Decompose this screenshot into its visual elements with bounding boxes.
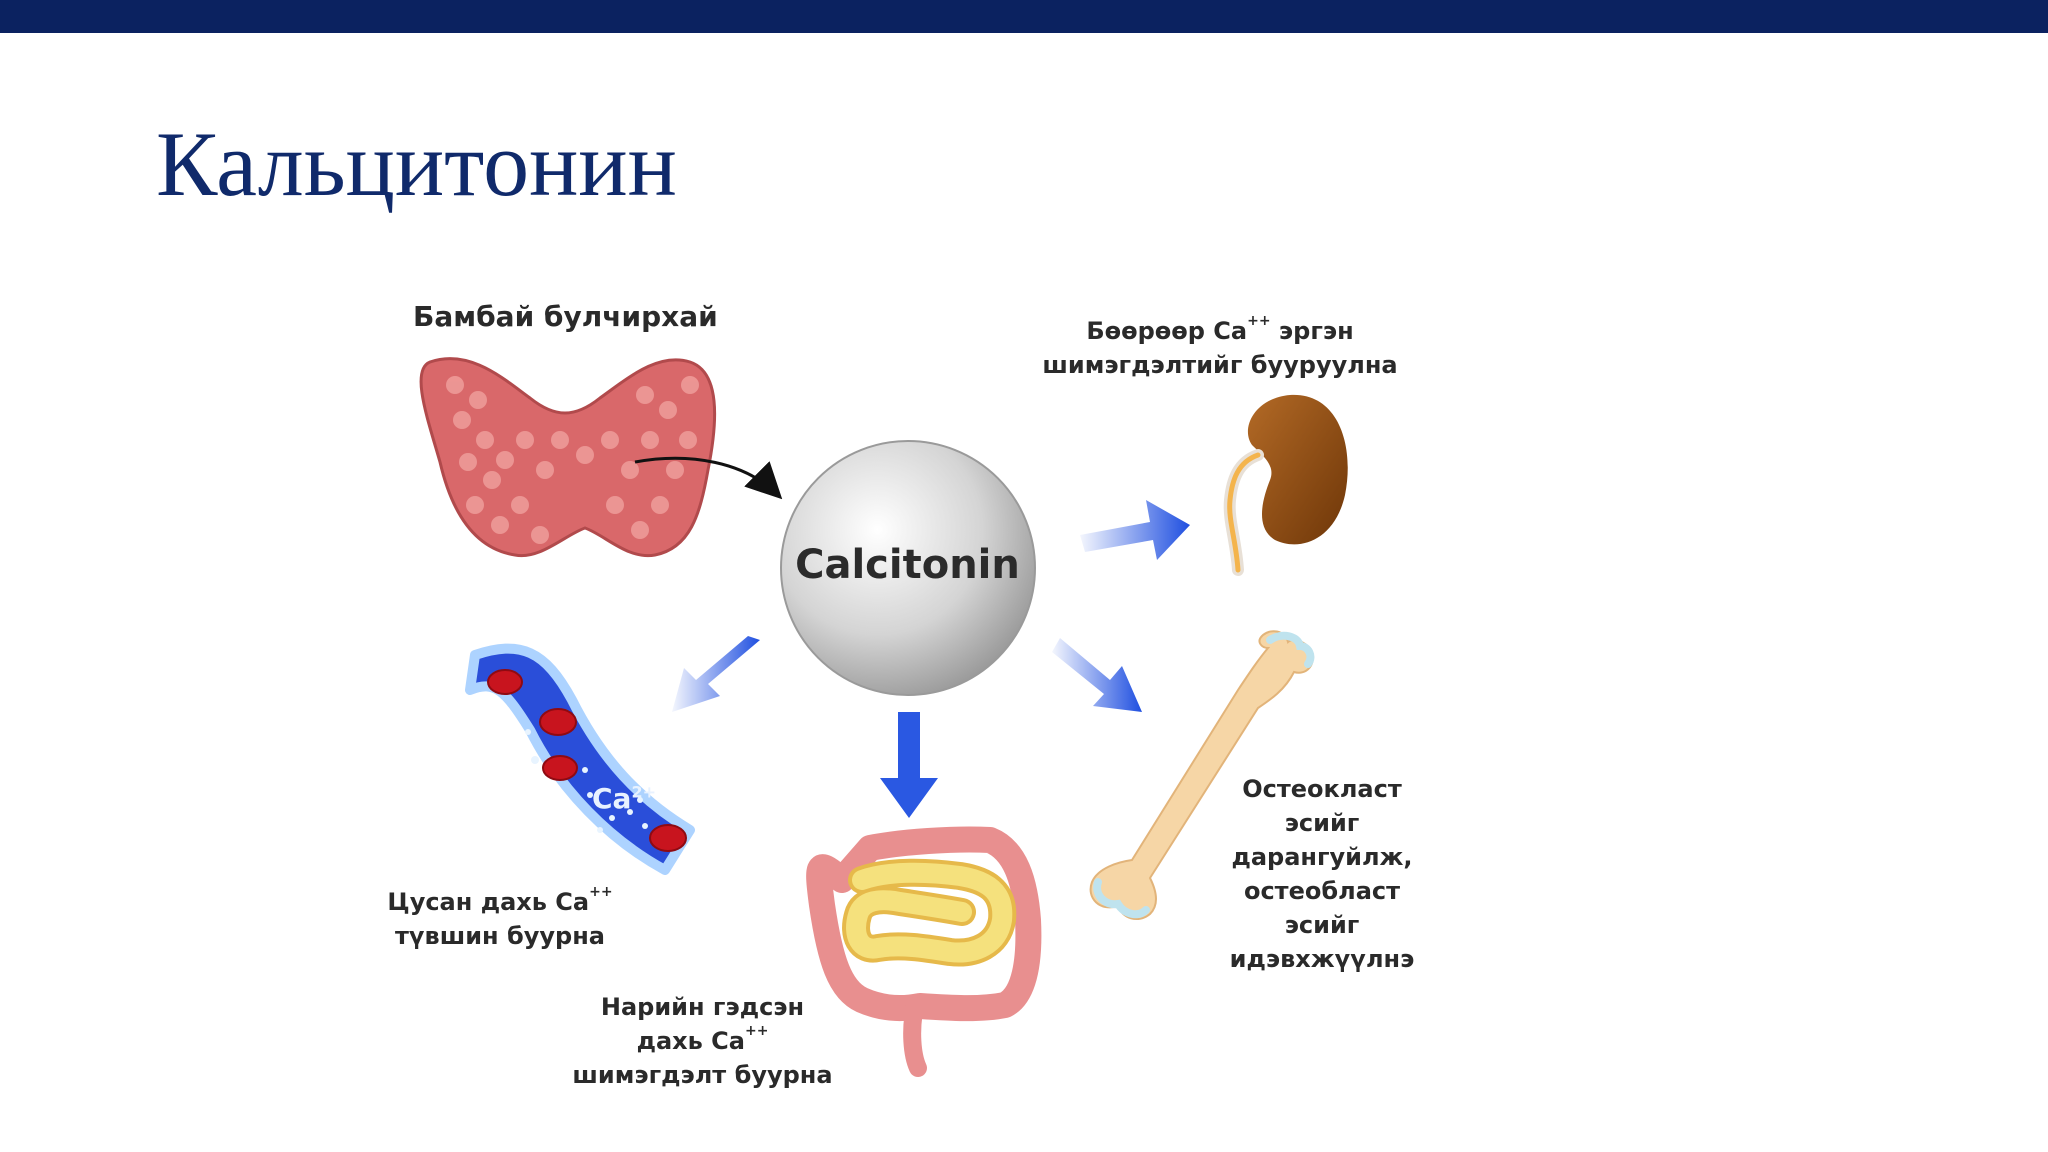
- blood-ion-text: Ca: [592, 782, 632, 815]
- kidney-line-1-sup: ++: [1247, 313, 1271, 329]
- arrow-to-intestine-icon: [880, 712, 938, 818]
- header-bar: [0, 0, 2048, 33]
- blood-line-1-sup: ++: [589, 884, 613, 900]
- thyroid-label: Бамбай булчирхай: [413, 300, 718, 333]
- intestine-label-line-2: дахь Ca++: [570, 1024, 835, 1058]
- thyroid-to-calcitonin-arrow: [634, 456, 783, 500]
- bone-label-line-2: эсийг: [1284, 809, 1360, 837]
- kidney-label-line-2: шимэгдэлтийг бууруулна: [1042, 351, 1398, 379]
- arrow-to-kidney-icon: [1080, 500, 1190, 560]
- kidney-icon: [1223, 394, 1348, 576]
- blood-vessel-icon: [465, 643, 695, 875]
- bone-icon: [1089, 630, 1315, 921]
- calcitonin-label: Calcitonin: [795, 542, 1020, 588]
- blood-label-line-1: Цусан дахь Ca++: [380, 885, 620, 919]
- bone-label-line-5: эсийг: [1284, 911, 1360, 939]
- slide-title: Кальцитонин: [156, 113, 677, 215]
- kidney-line-1-text: Бөөрөөр Ca: [1086, 317, 1248, 345]
- intestine-label-line-1: Нарийн гэдсэн: [600, 993, 805, 1021]
- bone-label-line-3: дарангуйлж,: [1231, 843, 1413, 871]
- kidney-label: Бөөрөөр Ca++ эргэн шимэгдэлтийг бууруулн…: [1040, 314, 1400, 382]
- bone-label-line-4: остеобласт: [1243, 877, 1401, 905]
- intestine-line-2-sup: ++: [744, 1023, 769, 1039]
- blood-ion-label: Ca2+: [592, 782, 656, 815]
- thyroid-gland-icon: [419, 357, 717, 558]
- arrow-to-blood-icon: [672, 636, 760, 712]
- kidney-line-1-text-b: эргэн: [1270, 317, 1354, 345]
- kidney-label-line-1: Бөөрөөр Ca++ эргэн: [1040, 314, 1400, 348]
- intestine-line-2-text: дахь Ca: [636, 1027, 745, 1055]
- blood-ion-charge: 2+: [631, 782, 656, 802]
- intestine-label: Нарийн гэдсэн дахь Ca++ шимэгдэлт буурна: [570, 990, 835, 1092]
- bone-label-line-6: идэвхжүүлнэ: [1229, 945, 1415, 973]
- blood-line-1-text: Цусан дахь Ca: [387, 888, 590, 916]
- bone-label-line-1: Остеокласт: [1242, 775, 1402, 803]
- intestine-label-line-3: шимэгдэлт буурна: [572, 1061, 833, 1089]
- blood-label-line-2: түвшин буурна: [395, 922, 605, 950]
- intestine-icon: [806, 826, 1042, 1077]
- calcitonin-sphere: [780, 440, 1036, 696]
- blood-label: Цусан дахь Ca++ түвшин буурна: [380, 885, 620, 953]
- arrow-to-bone-icon: [1052, 638, 1142, 712]
- bone-label: Остеокласт эсийг дарангуйлж, остеобласт …: [1222, 772, 1422, 976]
